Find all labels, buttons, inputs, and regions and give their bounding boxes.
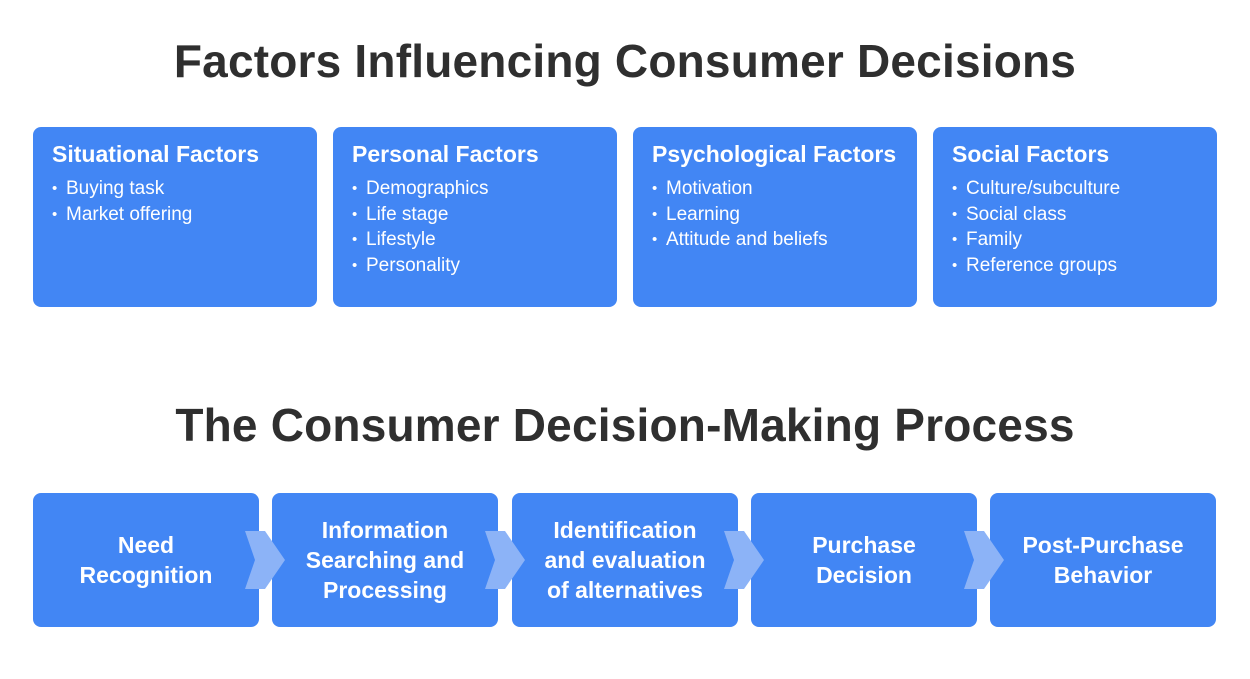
step-label: Information Searching and Processing [305, 517, 465, 603]
social-factors-card: Social Factors Culture/subculture Social… [933, 127, 1217, 307]
factors-title: Factors Influencing Consumer Decisions [173, 35, 1077, 87]
list-item: Attitude and beliefs [652, 227, 907, 253]
factor-list: Buying task Market offering [52, 176, 307, 227]
personal-factors-card: Personal Factors Demographics Life stage… [333, 127, 617, 307]
psychological-factors-card: Psychological Factors Motivation Learnin… [633, 127, 917, 307]
list-item: Market offering [52, 202, 307, 228]
chevron-right-icon [724, 531, 764, 589]
chevron-right-icon [485, 531, 525, 589]
list-item: Personality [352, 253, 607, 279]
step-post-purchase-behavior: Post-Purchase Behavior [990, 493, 1216, 627]
card-heading: Psychological Factors [652, 141, 897, 167]
card-heading: Personal Factors [352, 141, 539, 167]
step-purchase-decision: Purchase Decision [751, 493, 977, 627]
card-heading: Social Factors [952, 141, 1110, 167]
list-item: Lifestyle [352, 227, 607, 253]
chevron-right-icon [245, 531, 285, 589]
list-item: Buying task [52, 176, 307, 202]
factor-list: Demographics Life stage Lifestyle Person… [352, 176, 607, 278]
step-label: Identification and evaluation of alterna… [544, 517, 706, 603]
step-need-recognition: Need Recognition [33, 493, 259, 627]
list-item: Family [952, 227, 1207, 253]
list-item: Reference groups [952, 253, 1207, 279]
list-item: Motivation [652, 176, 907, 202]
step-identification-evaluation: Identification and evaluation of alterna… [512, 493, 738, 627]
factor-list: Motivation Learning Attitude and beliefs [652, 176, 907, 253]
list-item: Learning [652, 202, 907, 228]
list-item: Life stage [352, 202, 607, 228]
list-item: Demographics [352, 176, 607, 202]
step-information-searching: Information Searching and Processing [272, 493, 498, 627]
list-item: Culture/subculture [952, 176, 1207, 202]
step-label: Post-Purchase Behavior [1022, 532, 1184, 588]
card-heading: Situational Factors [52, 141, 260, 167]
list-item: Social class [952, 202, 1207, 228]
factor-list: Culture/subculture Social class Family R… [952, 176, 1207, 278]
chevron-right-icon [964, 531, 1004, 589]
process-title: The Consumer Decision-Making Process [175, 399, 1075, 451]
situational-factors-card: Situational Factors Buying task Market o… [33, 127, 317, 307]
step-label: Need Recognition [79, 532, 213, 588]
step-label: Purchase Decision [812, 532, 916, 588]
